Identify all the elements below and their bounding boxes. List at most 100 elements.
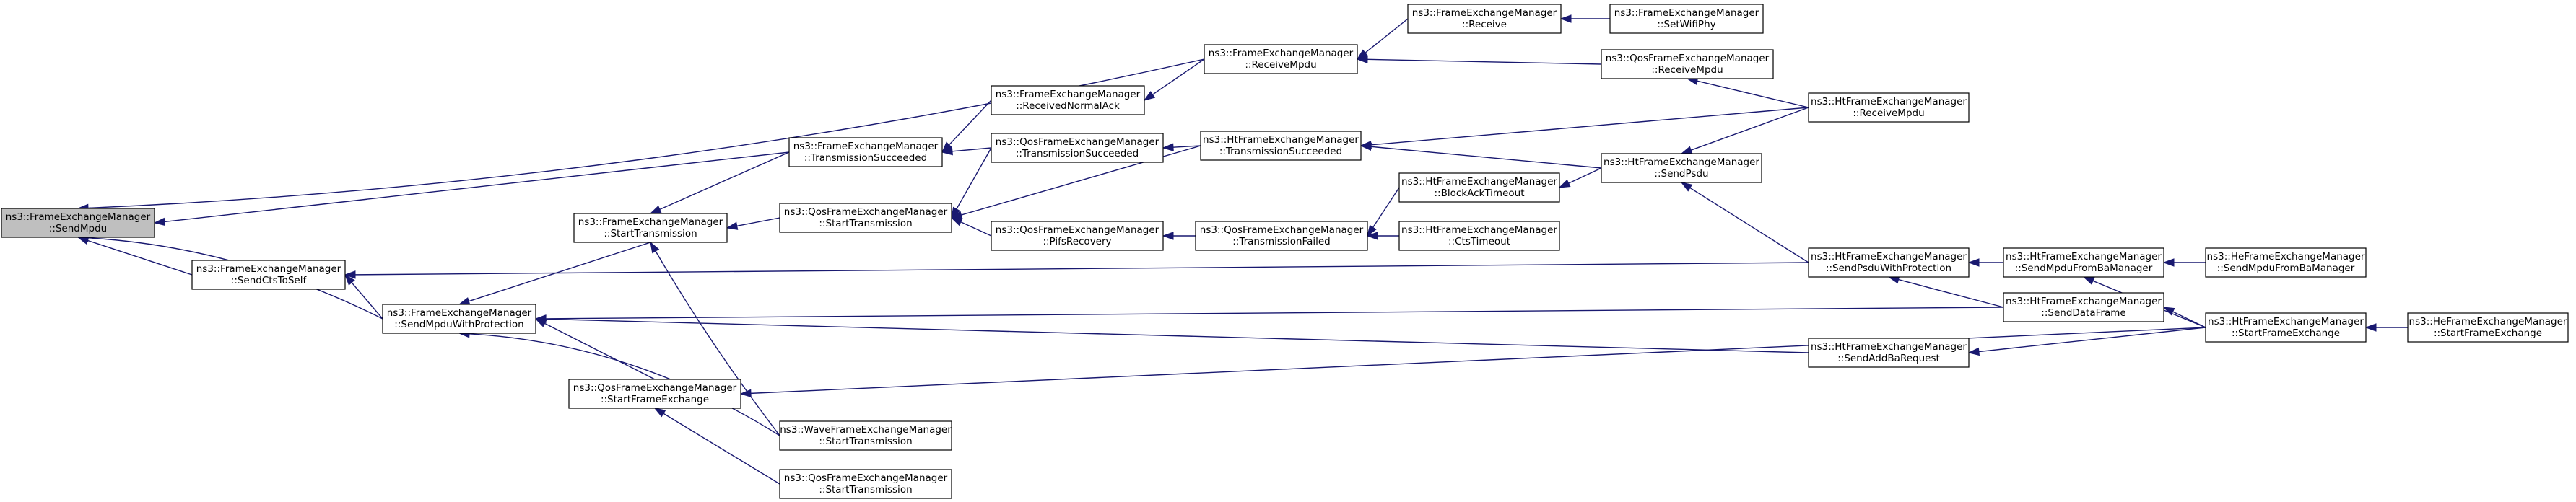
edge-fem_start-to-sendmpduprot <box>469 242 651 302</box>
node-class-label: ns3::QosFrameExchangeManager <box>996 136 1159 148</box>
edge-ht_addba-to-sendmpduprot <box>545 318 1809 353</box>
node-qos_start2[interactable]: ns3::QosFrameExchangeManager::StartTrans… <box>779 469 952 499</box>
node-method-label: ::BlockAckTimeout <box>1435 188 1525 199</box>
nodes-layer: ns3::FrameExchangeManager::SendMpduns3::… <box>1 4 2569 499</box>
node-qos_start[interactable]: ns3::QosFrameExchangeManager::StartTrans… <box>779 203 952 233</box>
node-box <box>779 469 952 499</box>
node-qos_tf[interactable]: ns3::QosFrameExchangeManager::Transmissi… <box>1195 221 1368 251</box>
node-fem_ts[interactable]: ns3::FrameExchangeManager::TransmissionS… <box>788 137 943 167</box>
edge-arrowhead <box>649 205 662 214</box>
node-box <box>1808 92 1970 123</box>
node-ht_sdf[interactable]: ns3::HtFrameExchangeManager::SendDataFra… <box>2003 292 2164 322</box>
edge-arrowhead <box>1162 232 1174 240</box>
node-box <box>991 221 1164 251</box>
node-class-label: ns3::QosFrameExchangeManager <box>784 472 948 484</box>
edge-arrowhead <box>650 241 660 254</box>
node-class-label: ns3::HtFrameExchangeManager <box>2006 251 2162 263</box>
node-method-label: ::SendMpduFromBaManager <box>2015 263 2153 274</box>
node-fem_start[interactable]: ns3::FrameExchangeManager::StartTransmis… <box>573 213 728 243</box>
node-qos_rmpdu[interactable]: ns3::QosFrameExchangeManager::ReceiveMpd… <box>1601 49 1774 79</box>
edge-ht_rmpdu-to-ht_ts <box>1370 107 1809 146</box>
node-ht_rmpdu[interactable]: ns3::HtFrameExchangeManager::ReceiveMpdu <box>1808 92 1970 123</box>
edge-arrowhead <box>344 273 355 286</box>
edge-arrowhead <box>1143 91 1156 101</box>
node-method-label: ::SendMpduWithProtection <box>394 319 523 330</box>
edge-ht_spwp-to-sendcts <box>354 262 1809 276</box>
node-class-label: ns3::FrameExchangeManager <box>793 141 939 152</box>
node-box <box>779 420 952 451</box>
node-ht_spwp[interactable]: ns3::HtFrameExchangeManager::SendPsduWit… <box>1808 247 1970 278</box>
node-wave_start[interactable]: ns3::WaveFrameExchangeManager::StartTran… <box>779 420 952 451</box>
node-method-label: ::TransmissionSucceeded <box>804 152 927 164</box>
node-class-label: ns3::HtFrameExchangeManager <box>1811 341 1967 353</box>
node-method-label: ::SetWifiPhy <box>1657 19 1715 30</box>
node-fem_receive[interactable]: ns3::FrameExchangeManager::Receive <box>1407 4 1562 34</box>
edge-arrowhead <box>950 211 963 219</box>
node-class-label: ns3::QosFrameExchangeManager <box>1606 53 1770 64</box>
node-method-label: ::ReceiveMpdu <box>1651 64 1723 76</box>
node-box <box>1407 4 1562 34</box>
node-sendmpdu[interactable]: ns3::FrameExchangeManager::SendMpdu <box>1 208 155 238</box>
node-box <box>779 203 952 233</box>
node-fem_setphy[interactable]: ns3::FrameExchangeManager::SetWifiPhy <box>1609 4 1764 34</box>
node-class-label: ns3::FrameExchangeManager <box>1209 48 1354 59</box>
node-fem_rmpdu[interactable]: ns3::FrameExchangeManager::ReceiveMpdu <box>1204 44 1358 74</box>
node-box <box>1200 131 1362 161</box>
edge-arrowhead <box>1559 14 1572 23</box>
node-fem_rna[interactable]: ns3::FrameExchangeManager::ReceivedNorma… <box>991 85 1145 115</box>
node-class-label: ns3::HtFrameExchangeManager <box>1401 224 1557 236</box>
edge-arrowhead <box>941 147 953 156</box>
edge-fem_ts-to-sendmpdu <box>164 151 790 223</box>
edge-ht_sdf-to-sendmpduprot <box>545 307 2004 320</box>
node-method-label: ::PifsRecovery <box>1043 236 1111 247</box>
node-sendmpduprot[interactable]: ns3::FrameExchangeManager::SendMpduWithP… <box>382 304 536 334</box>
node-method-label: ::SendAddBaRequest <box>1837 353 1940 364</box>
node-class-label: ns3::FrameExchangeManager <box>6 211 151 223</box>
node-class-label: ns3::FrameExchangeManager <box>196 263 341 275</box>
node-method-label: ::SendMpduFromBaManager <box>2217 263 2355 274</box>
node-ht_sendpsdu[interactable]: ns3::HtFrameExchangeManager::SendPsdu <box>1601 153 1762 183</box>
node-sendcts[interactable]: ns3::FrameExchangeManager::SendCtsToSelf <box>191 260 346 290</box>
edge-arrowhead <box>1356 55 1368 64</box>
node-box <box>1398 221 1560 251</box>
node-class-label: ns3::WaveFrameExchangeManager <box>780 424 952 436</box>
node-ht_smfbm[interactable]: ns3::HtFrameExchangeManager::SendMpduFro… <box>2003 247 2164 278</box>
node-box <box>573 213 728 243</box>
node-ht_sfe[interactable]: ns3::HtFrameExchangeManager::StartFrameE… <box>2205 312 2367 343</box>
node-qos_ts[interactable]: ns3::QosFrameExchangeManager::Transmissi… <box>991 133 1164 163</box>
node-ht_addba[interactable]: ns3::HtFrameExchangeManager::SendAddBaRe… <box>1808 338 1970 368</box>
node-he_sfe[interactable]: ns3::HeFrameExchangeManager::StartFrameE… <box>2407 312 2569 343</box>
edge-fem_rna-to-fem_ts <box>949 100 992 146</box>
node-method-label: ::SendDataFrame <box>2041 307 2125 319</box>
node-box <box>2205 247 2367 278</box>
edge-arrowhead <box>739 389 752 398</box>
node-box <box>2407 312 2569 343</box>
edge-arrowhead <box>1558 179 1571 188</box>
node-box <box>1398 172 1560 203</box>
node-class-label: ns3::QosFrameExchangeManager <box>573 382 737 394</box>
node-method-label: ::TransmissionFailed <box>1232 236 1330 247</box>
node-qos_pifs[interactable]: ns3::QosFrameExchangeManager::PifsRecove… <box>991 221 1164 251</box>
edge-arrowhead <box>344 270 356 279</box>
edge-ht_sfe-to-ht_addba <box>1978 327 2206 353</box>
node-box <box>1204 44 1358 74</box>
node-ht_cts[interactable]: ns3::HtFrameExchangeManager::CtsTimeout <box>1398 221 1560 251</box>
node-class-label: ns3::FrameExchangeManager <box>387 307 532 319</box>
node-box <box>991 85 1145 115</box>
edge-ht_rmpdu-to-qos_rmpdu <box>1697 80 1809 108</box>
node-class-label: ns3::HtFrameExchangeManager <box>2006 296 2162 307</box>
node-ht_bat[interactable]: ns3::HtFrameExchangeManager::BlockAckTim… <box>1398 172 1560 203</box>
node-method-label: ::SendPsduWithProtection <box>1826 263 1951 274</box>
edge-sendmpduprot-to-sendcts <box>351 282 383 320</box>
edge-qos_rmpdu-to-fem_rmpdu <box>1367 58 1602 65</box>
node-he_smfbm[interactable]: ns3::HeFrameExchangeManager::SendMpduFro… <box>2205 247 2367 278</box>
edge-arrowhead <box>1162 143 1174 151</box>
node-class-label: ns3::HtFrameExchangeManager <box>1811 96 1967 107</box>
node-method-label: ::StartTransmission <box>819 218 912 229</box>
node-class-label: ns3::HtFrameExchangeManager <box>1203 134 1359 146</box>
node-qos_sfe[interactable]: ns3::QosFrameExchangeManager::StartFrame… <box>568 379 741 409</box>
node-ht_ts[interactable]: ns3::HtFrameExchangeManager::Transmissio… <box>1200 131 1362 161</box>
edge-ht_sfe-to-ht_sdf <box>2172 311 2206 328</box>
node-method-label: ::StartTransmission <box>604 228 697 239</box>
